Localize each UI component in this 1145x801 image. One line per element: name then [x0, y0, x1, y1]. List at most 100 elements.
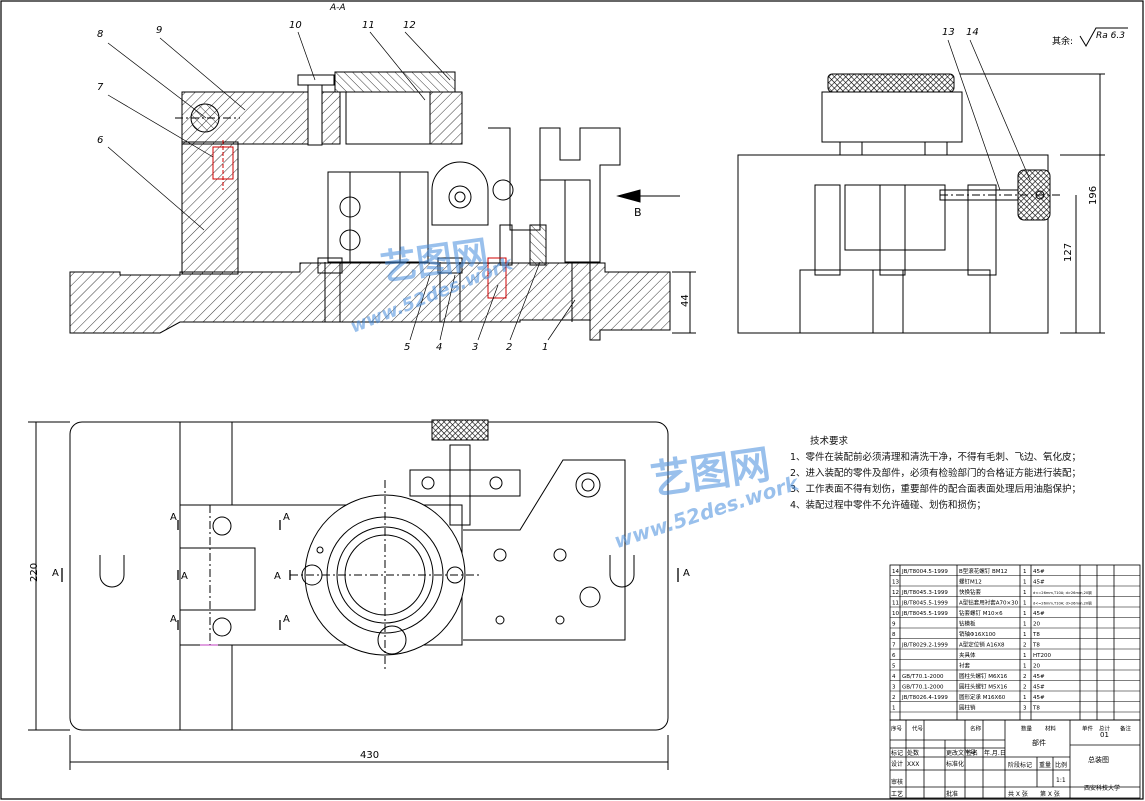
- bom-cell-code: JB/T8029.2-1999: [901, 643, 948, 649]
- section-mark-a5: A: [170, 512, 177, 523]
- bom-cell-mat: HT200: [1033, 653, 1051, 659]
- bom-cell-mat: T8: [1032, 643, 1040, 649]
- bom-header-mat: 材料: [1045, 725, 1057, 733]
- tech-item-2: 2、进入装配的零件及部件，必须有检验部门的合格证方能进行装配；: [790, 468, 1082, 479]
- callout-3: 3: [472, 342, 478, 353]
- bom-cell-code: JB/T8045.5-1999: [901, 601, 948, 607]
- bom-cell-name: 圆形定承 M16X60: [959, 693, 1006, 701]
- bom-cell-name: 圆柱销: [959, 704, 976, 712]
- tech-item-1: 1、零件在装配前必须清理和清洗干净，不得有毛刺、飞边、氧化皮；: [790, 452, 1082, 463]
- callout-1: 1: [542, 342, 548, 353]
- label-sheet: 第 X 张: [1040, 790, 1060, 798]
- section-mark-a6: A: [170, 614, 177, 625]
- bom-cell-name: 钻模板: [959, 620, 976, 628]
- bom-cell-code: JB/T8045.3-1999: [901, 590, 948, 596]
- part-name: 部件: [1032, 738, 1046, 747]
- bom-header-qty: 数量: [1021, 725, 1033, 733]
- view-b: 其余: Ra 6.3 127 196 13 14: [737, 27, 1128, 334]
- bom-cell-mat: 20: [1033, 664, 1040, 670]
- bom-cell-mat: 45#: [1033, 611, 1045, 617]
- bom-cell-qty: 1: [1023, 580, 1027, 586]
- top-knurled-screw: [431, 419, 489, 441]
- bom-cell-qty: 3: [1023, 706, 1027, 712]
- tech-item-3: 3、工作表面不得有划伤，重要部件的配合面表面处理后用油脂保护；: [790, 484, 1082, 495]
- section-title: A-A: [329, 3, 346, 13]
- bom-cell-qty: 2: [1023, 674, 1027, 680]
- knurled-top: [827, 73, 955, 93]
- bom-cell-no: 14: [892, 569, 899, 575]
- bom-cell-mat: d<=26mm,T10A; d>26mm,20钢: [1033, 601, 1092, 606]
- bom-cell-qty: 2: [1023, 685, 1027, 691]
- view-arrow-label: B: [634, 206, 642, 219]
- dim-127: 127: [1063, 243, 1074, 262]
- bom-cell-qty: 1: [1023, 632, 1027, 638]
- callout-12: 12: [403, 20, 416, 31]
- bom-cell-qty: 1: [1023, 569, 1027, 575]
- section-view-a-a: A-A: [69, 3, 696, 353]
- bom-cell-code: JB/T8045.5-1999: [901, 611, 948, 617]
- bom-cell-qty: 1: [1023, 664, 1027, 670]
- bom-cell-code: GB/T70.1-2000: [902, 685, 944, 691]
- label-stage: 阶段标记: [1008, 761, 1032, 769]
- bom-cell-qty: 1: [1023, 590, 1027, 596]
- tb-r1-5: 年.月.日: [984, 749, 1006, 757]
- bom-cell-no: 5: [892, 664, 896, 670]
- bom-cell-name: 钻套螺钉 M10×6: [959, 609, 1003, 617]
- bom-cell-no: 2: [892, 695, 896, 701]
- drawing-no: 01: [1100, 731, 1109, 739]
- bom-cell-code: GB/T70.1-2000: [902, 674, 944, 680]
- bom-cell-no: 10: [892, 611, 899, 617]
- tb-r1-3: 更改文件号: [946, 749, 976, 757]
- section-mark-a2: A: [683, 568, 690, 579]
- drawing-type: 总装图: [1088, 755, 1109, 764]
- bom-cell-name: 衬套: [959, 662, 971, 670]
- scale-value: 1:1: [1056, 777, 1066, 784]
- tb-r4-1: 批准: [946, 790, 958, 798]
- bom-cell-name: B型滚花螺钉 BM12: [959, 567, 1008, 575]
- bom-cell-no: 4: [892, 674, 896, 680]
- dim-430: 430: [360, 750, 379, 761]
- bom-cell-no: 11: [892, 601, 899, 607]
- callout-11: 11: [362, 20, 375, 31]
- dim-196: 196: [1088, 186, 1099, 205]
- label-scale: 比例: [1055, 761, 1067, 769]
- callout-9: 9: [156, 25, 162, 36]
- callout-13: 13: [942, 27, 955, 38]
- callout-4: 4: [436, 342, 442, 353]
- bom-cell-qty: 2: [1023, 643, 1027, 649]
- bom-cell-no: 9: [892, 622, 896, 628]
- bom-cell-name: 圆柱头螺钉 M5X16: [959, 683, 1008, 691]
- bom-header-name: 名称: [970, 725, 982, 733]
- section-mark-a7: A: [283, 512, 290, 523]
- tb-r2-0: 设计: [891, 760, 903, 768]
- dim-220: 220: [29, 563, 40, 582]
- bom-header-unit: 单件: [1082, 725, 1094, 733]
- technical-requirements: 技术要求 1、零件在装配前必须清理和清洗干净，不得有毛刺、飞边、氧化皮； 2、进…: [790, 434, 1120, 514]
- top-view: A A A A A A A A 220 430: [28, 419, 690, 770]
- top-view-base: [69, 421, 669, 731]
- bom-header-code: 代号: [912, 725, 924, 733]
- bom-cell-name: 圆柱头螺钉 M6X16: [959, 672, 1008, 680]
- bom-cell-mat: 45#: [1033, 695, 1045, 701]
- bom-cell-mat: d<=26mm,T10A; d>26mm,20钢: [1033, 590, 1092, 595]
- bom-cell-mat: 45#: [1033, 674, 1045, 680]
- bom-cell-no: 12: [892, 590, 899, 596]
- callout-2: 2: [506, 342, 512, 353]
- bom-cell-mat: T8: [1032, 632, 1040, 638]
- section-mark-a4: A: [274, 571, 281, 582]
- bom-cell-qty: 1: [1023, 611, 1027, 617]
- surface-roughness: Ra 6.3: [1096, 31, 1125, 41]
- callout-7: 7: [97, 82, 104, 93]
- label-sheet-total: 共 X 张: [1008, 790, 1028, 798]
- bom-cell-no: 3: [892, 685, 896, 691]
- title-block-text: 部件 01 总装图 西安科技大学 阶段标记 重量 比例 1:1 共 X 张 第 …: [891, 731, 1120, 798]
- callout-10: 10: [289, 20, 302, 31]
- bom-cell-no: 6: [892, 653, 896, 659]
- title-block: [889, 719, 1141, 799]
- bom-cell-qty: 1: [1023, 601, 1027, 607]
- bom-cell-mat: 45#: [1033, 580, 1045, 586]
- bom-cell-name: 螺钉M12: [959, 578, 982, 586]
- bom-cell-qty: 1: [1023, 653, 1027, 659]
- bom-cell-qty: 1: [1023, 622, 1027, 628]
